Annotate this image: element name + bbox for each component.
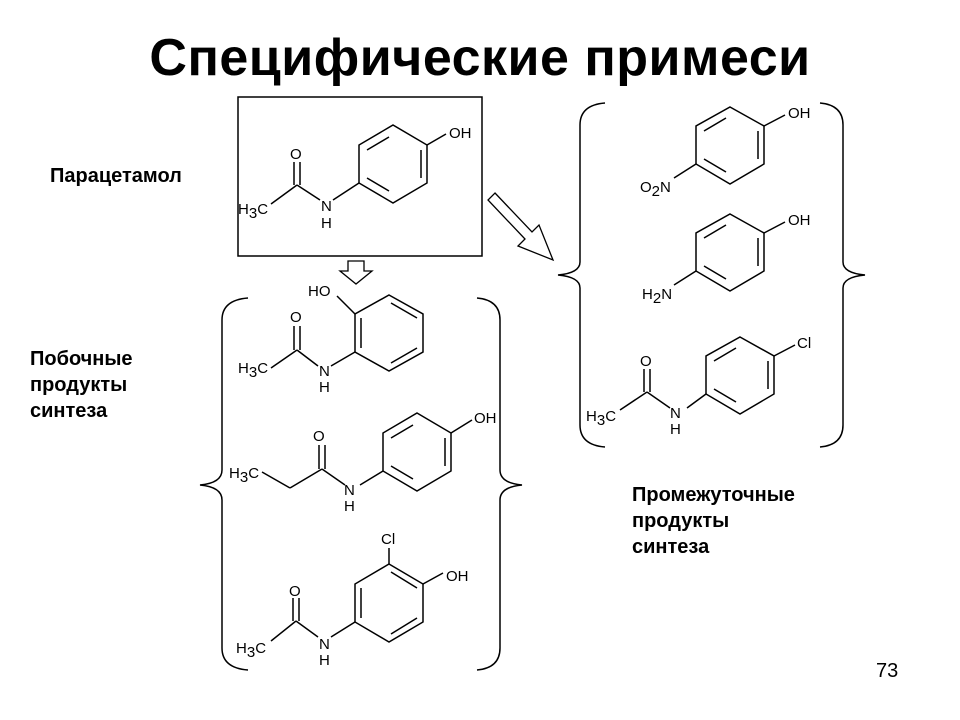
paracetamol-frame (237, 96, 483, 257)
intermediate-nitrophenol-no2-label: O2N (640, 179, 671, 200)
byproduct-propionyl-structure (261, 412, 473, 492)
byproducts-label-line: синтеза (30, 400, 108, 422)
byproduct-ortho-structure (270, 294, 424, 372)
byproduct-chloro-oh-label: OH (446, 568, 469, 585)
byproduct-ortho-ch3-label: H3C (238, 360, 268, 381)
intermediate-chloroacetanilide-cl-label: Cl (797, 335, 811, 352)
arrow-diagonal-icon (487, 192, 555, 262)
byproducts-label-line: Побочные (30, 348, 133, 370)
paracetamol-ch3-label: H3C (238, 201, 268, 222)
paracetamol-o-label: O (290, 146, 302, 163)
left-brace-byproducts (199, 297, 249, 671)
intermediate-nitrophenol-oh-label: OH (788, 105, 811, 122)
paracetamol-h-label: H (321, 215, 332, 232)
byproduct-ortho-h-label: H (319, 379, 330, 396)
intermediates-label-line: продукты (632, 510, 730, 532)
intermediate-chloroacetanilide-ch3-label: H3C (586, 408, 616, 429)
byproducts-label: Побочные продукты синтеза (30, 346, 133, 424)
intermediates-label: Промежуточные продукты синтеза (632, 482, 795, 560)
right-brace-intermediates (819, 102, 866, 448)
byproduct-ortho-o-label: O (290, 309, 302, 326)
byproduct-propionyl-n-label: N (344, 482, 355, 499)
paracetamol-structure (270, 124, 447, 205)
byproduct-chloro-h-label: H (319, 652, 330, 669)
byproduct-ortho-n-label: N (319, 363, 330, 380)
arrow-down-icon (338, 260, 374, 285)
paracetamol-label-text: Парацетамол (50, 165, 182, 187)
intermediates-label-line: Промежуточные (632, 484, 795, 506)
intermediate-chloroacetanilide-o-label: O (640, 353, 652, 370)
byproduct-chloro-structure (270, 548, 444, 643)
intermediate-chloroacetanilide-structure (619, 336, 796, 415)
byproduct-chloro-n-label: N (319, 636, 330, 653)
intermediate-chloroacetanilide-h-label: H (670, 421, 681, 438)
byproduct-propionyl-h-label: H (344, 498, 355, 515)
intermediate-chloroacetanilide-n-label: N (670, 405, 681, 422)
byproduct-chloro-cl-label: Cl (381, 531, 395, 548)
byproduct-chloro-o-label: O (289, 583, 301, 600)
byproduct-ortho-ho-label: HO (308, 283, 331, 300)
byproduct-chloro-ch3-label: H3C (236, 640, 266, 661)
intermediate-aminophenol-nh2-label: H2N (642, 286, 672, 307)
intermediates-label-line: синтеза (632, 536, 710, 558)
intermediate-aminophenol-structure (673, 213, 786, 292)
byproduct-propionyl-o-label: O (313, 428, 325, 445)
byproduct-propionyl-oh-label: OH (474, 410, 497, 427)
right-brace-byproducts (476, 297, 523, 671)
paracetamol-oh-label: OH (449, 125, 472, 142)
paracetamol-label: Парацетамол (50, 163, 182, 189)
paracetamol-n-label: N (321, 198, 332, 215)
byproduct-propionyl-ch3-label: H3C (229, 465, 259, 486)
byproducts-label-line: продукты (30, 374, 128, 396)
left-brace-intermediates (557, 102, 606, 448)
page-title: Специфические примеси (149, 29, 811, 87)
intermediate-aminophenol-oh-label: OH (788, 212, 811, 229)
intermediate-nitrophenol-structure (673, 106, 786, 185)
page-number: 73 (876, 660, 899, 682)
